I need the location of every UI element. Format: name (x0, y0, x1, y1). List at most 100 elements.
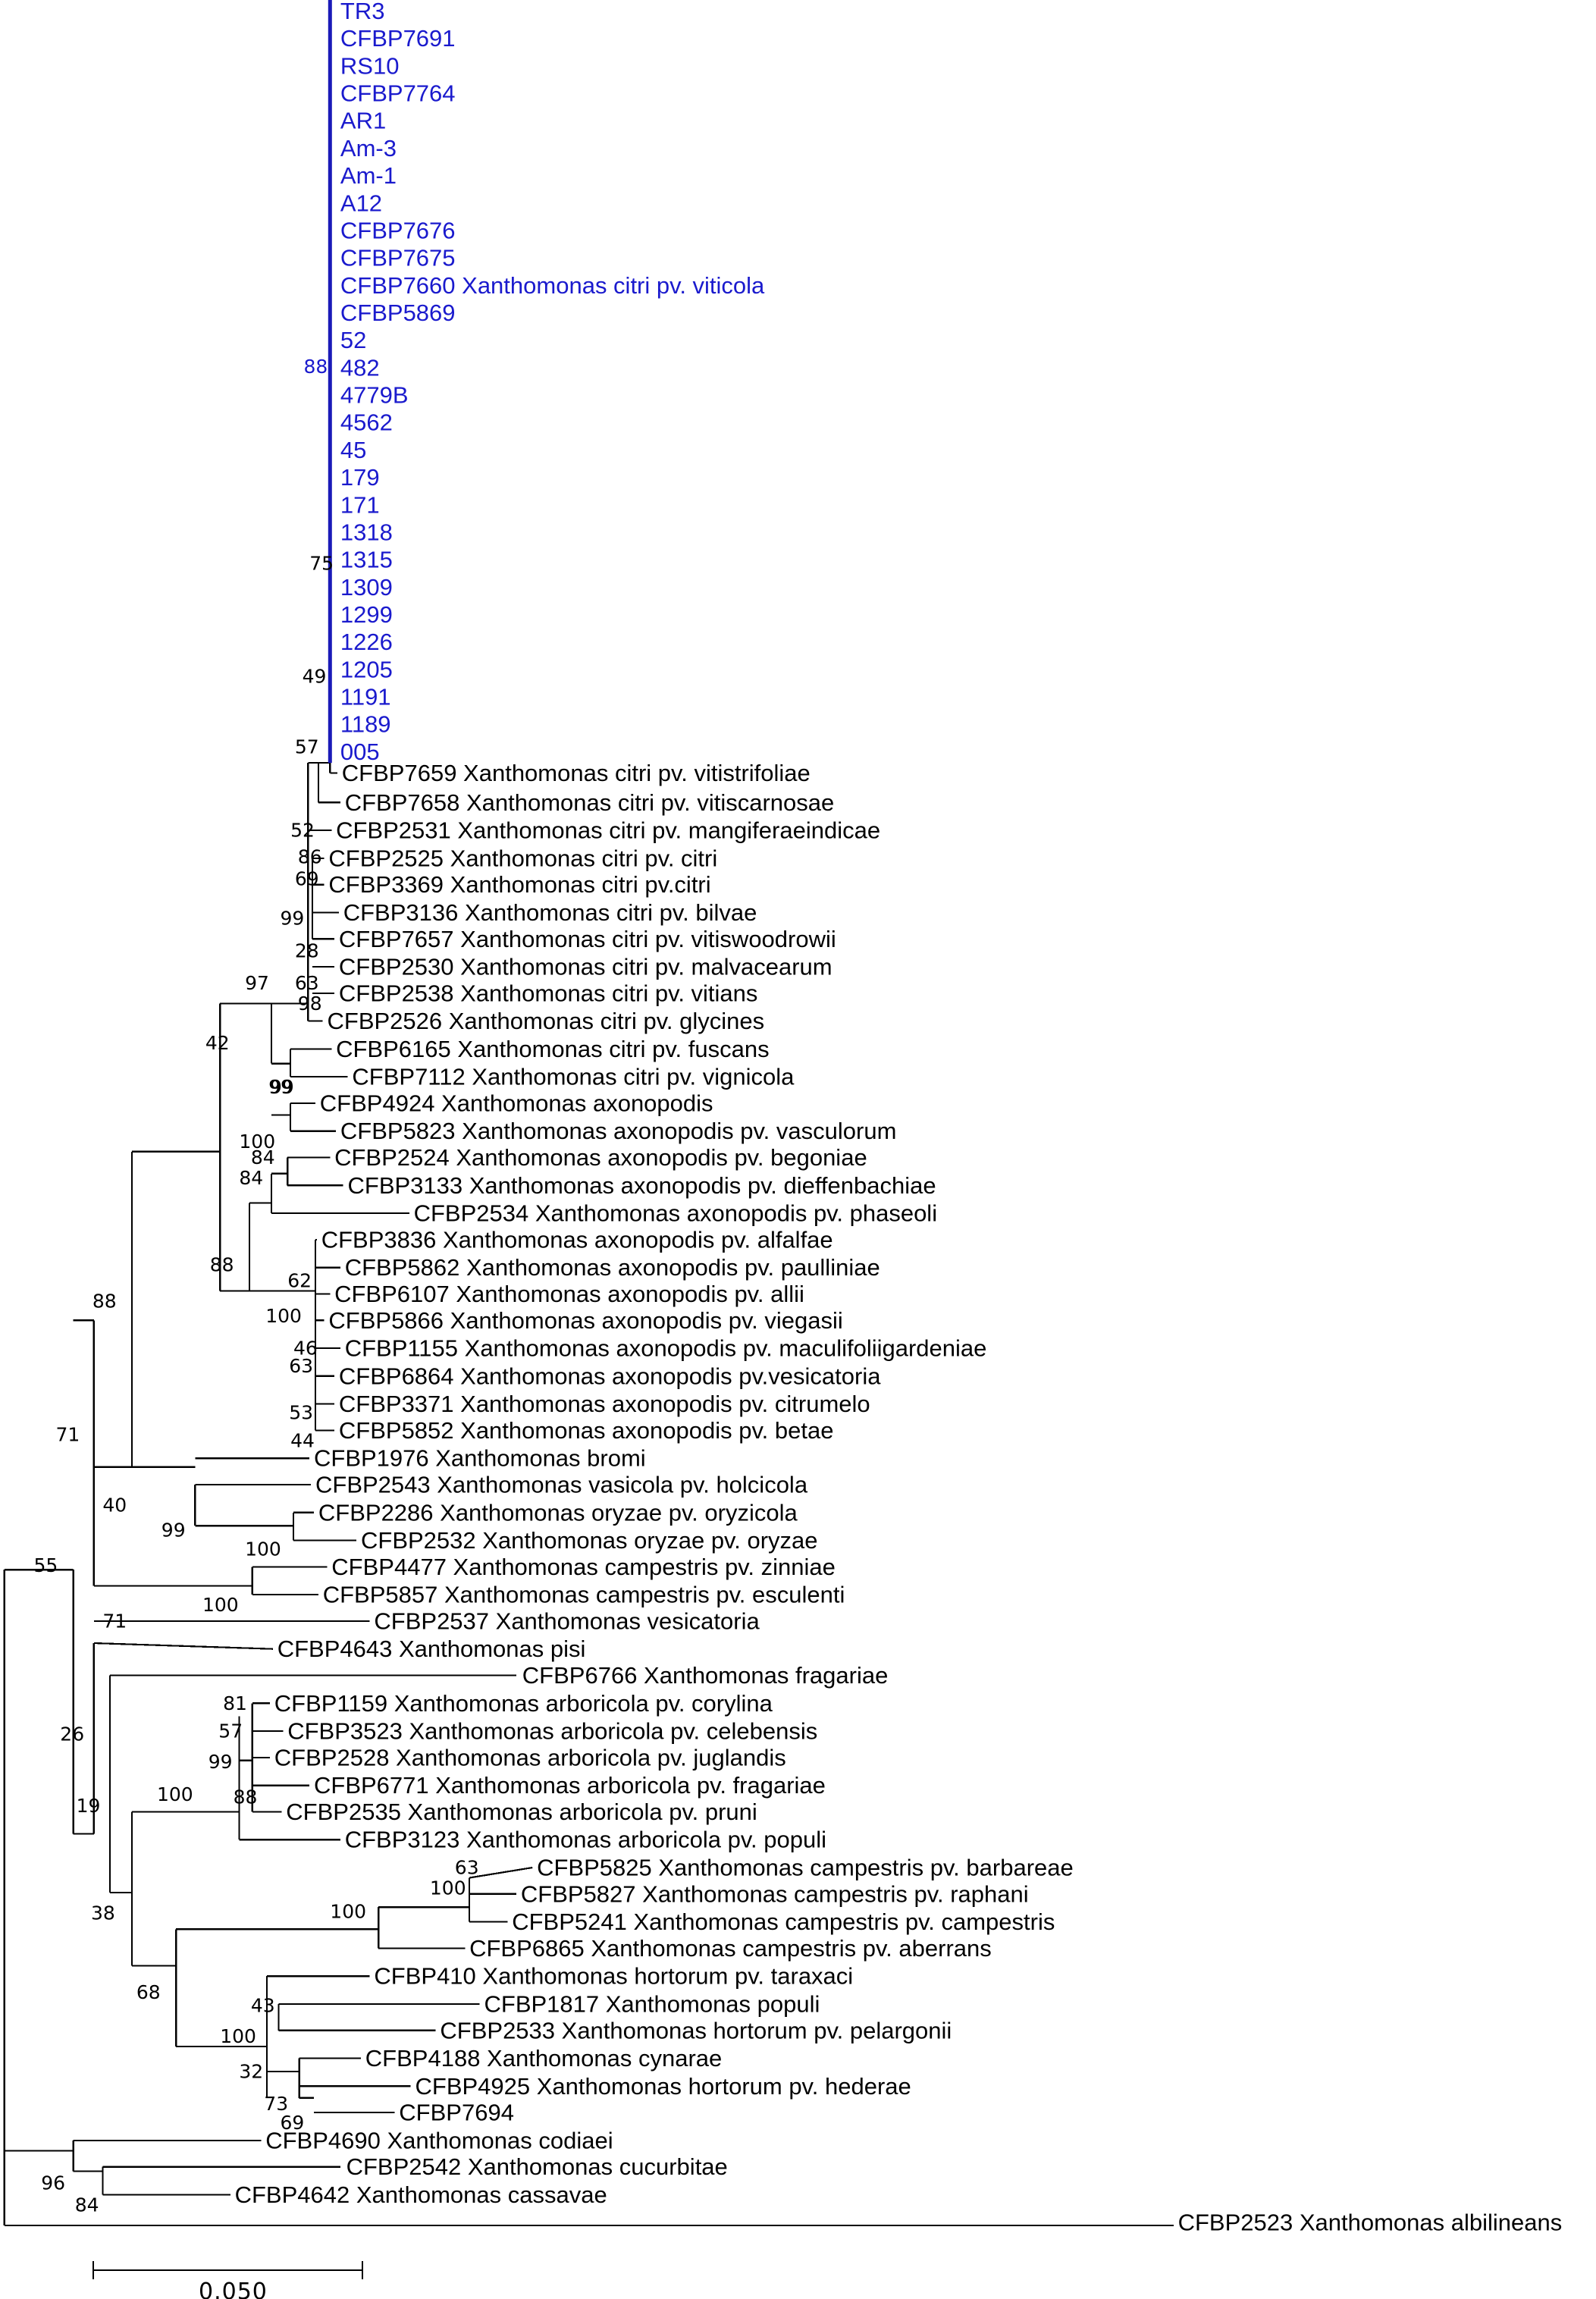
taxon-label-highlighted: 482 (340, 354, 380, 381)
taxon-label: CFBP6165 Xanthomonas citri pv. fuscans (336, 1036, 770, 1062)
bootstrap-values: 8875495752866999286398974299100848499886… (34, 356, 479, 2216)
taxon-label-highlighted: Am-1 (340, 162, 397, 189)
bootstrap-value: 99 (268, 1076, 293, 1098)
taxon-label: CFBP5857 Xanthomonas campestris pv. escu… (323, 1582, 845, 1608)
taxon-label-highlighted: 52 (340, 327, 366, 353)
taxon-label: CFBP3836 Xanthomonas axonopodis pv. alfa… (321, 1226, 833, 1253)
taxon-label-highlighted: CFBP7691 (340, 25, 456, 52)
taxon-label-highlighted: Am-3 (340, 135, 397, 162)
taxon-label-highlighted: 4562 (340, 409, 393, 436)
taxon-label-highlighted: CFBP7675 (340, 245, 456, 271)
taxon-label: CFBP5866 Xanthomonas axonopodis pv. vieg… (328, 1307, 842, 1334)
taxon-label: CFBP3371 Xanthomonas axonopodis pv. citr… (339, 1391, 870, 1417)
bootstrap-value: 71 (102, 1611, 127, 1633)
taxon-label-highlighted: RS10 (340, 52, 400, 79)
taxon-label-highlighted: CFBP5869 (340, 300, 456, 326)
taxon-label: CFBP4188 Xanthomonas cynarae (365, 2045, 722, 2072)
taxon-label-highlighted: 1189 (340, 711, 391, 738)
taxon-label: CFBP4477 Xanthomonas campestris pv. zinn… (331, 1554, 836, 1580)
taxon-label: CFBP7694 (399, 2100, 514, 2126)
bootstrap-value: 44 (290, 1430, 315, 1452)
taxon-label: CFBP6107 Xanthomonas axonopodis pv. alli… (334, 1281, 804, 1307)
taxon-label: CFBP2537 Xanthomonas vesicatoria (374, 1608, 760, 1635)
taxon-label: CFBP2531 Xanthomonas citri pv. mangifera… (336, 817, 880, 844)
bootstrap-value: 86 (298, 845, 322, 867)
taxon-label-highlighted: CFBP7764 (340, 80, 456, 107)
bootstrap-value: 88 (210, 1253, 234, 1275)
taxon-label-highlighted: 005 (340, 739, 380, 765)
bootstrap-value: 69 (295, 867, 319, 889)
bootstrap-value: 100 (430, 1877, 466, 1899)
taxon-label: CFBP2286 Xanthomonas oryzae pv. oryzicol… (318, 1499, 798, 1526)
taxon-label-highlighted: 1299 (340, 601, 393, 628)
taxon-label: CFBP3523 Xanthomonas arboricola pv. cele… (287, 1718, 817, 1745)
taxon-label-highlighted: 45 (340, 437, 366, 463)
taxon-label-highlighted: AR1 (340, 108, 386, 134)
taxon-label: CFBP1155 Xanthomonas axonopodis pv. macu… (345, 1335, 987, 1362)
taxon-label: CFBP2533 Xanthomonas hortorum pv. pelarg… (440, 2017, 952, 2043)
taxon-label-highlighted: 1315 (340, 547, 393, 573)
scale-bar-label: 0.050 (199, 2279, 268, 2299)
bootstrap-value: 75 (309, 553, 334, 575)
taxon-labels: TR3CFBP7691RS10CFBP7764AR1Am-3Am-1A12CFB… (235, 0, 1563, 2236)
taxon-label: CFBP6864 Xanthomonas axonopodis pv.vesic… (339, 1363, 881, 1389)
taxon-label: CFBP5852 Xanthomonas axonopodis pv. beta… (339, 1417, 834, 1444)
bootstrap-value: 100 (239, 1131, 275, 1153)
bootstrap-value: 99 (270, 1076, 294, 1098)
taxon-label: CFBP3123 Xanthomonas arboricola pv. popu… (345, 1827, 826, 1853)
taxon-label: CFBP4642 Xanthomonas cassavae (235, 2181, 607, 2208)
bootstrap-value: 57 (295, 735, 319, 757)
taxon-label-highlighted: CFBP7676 (340, 218, 456, 244)
taxon-label: CFBP7657 Xanthomonas citri pv. vitiswood… (339, 926, 836, 952)
taxon-label: CFBP2530 Xanthomonas citri pv. malvacear… (339, 954, 832, 980)
bootstrap-value: 53 (289, 1402, 313, 1424)
bootstrap-value: 100 (245, 1538, 281, 1560)
bootstrap-value: 84 (251, 1146, 275, 1168)
taxon-label-highlighted: 1318 (340, 519, 393, 545)
bootstrap-value: 84 (239, 1167, 263, 1189)
taxon-label: CFBP2528 Xanthomonas arboricola pv. jugl… (274, 1744, 786, 1771)
bootstrap-value: 62 (287, 1270, 312, 1292)
bootstrap-value: 100 (330, 1901, 366, 1923)
taxon-label: CFBP7659 Xanthomonas citri pv. vitistrif… (342, 760, 811, 786)
taxon-label-highlighted: 4779B (340, 382, 409, 409)
taxon-label-highlighted: CFBP7660 Xanthomonas citri pv. viticola (340, 272, 765, 299)
taxon-label: CFBP5241 Xanthomonas campestris pv. camp… (512, 1909, 1055, 1935)
taxon-label: CFBP2526 Xanthomonas citri pv. glycines (328, 1008, 765, 1034)
taxon-label: CFBP4925 Xanthomonas hortorum pv. hedera… (415, 2073, 911, 2100)
taxon-label: CFBP4690 Xanthomonas codiaei (265, 2127, 613, 2153)
taxon-label: CFBP2543 Xanthomonas vasicola pv. holcic… (315, 1472, 808, 1498)
taxon-label: CFBP5825 Xanthomonas campestris pv. barb… (537, 1855, 1074, 1881)
taxon-label: CFBP6766 Xanthomonas fragariae (522, 1662, 889, 1689)
bootstrap-value: 69 (281, 2112, 305, 2134)
bootstrap-value: 99 (209, 1751, 233, 1773)
taxon-label: CFBP5862 Xanthomonas axonopodis pv. paul… (345, 1254, 880, 1281)
taxon-label: CFBP2534 Xanthomonas axonopodis pv. phas… (414, 1200, 938, 1227)
taxon-label-highlighted: 1226 (340, 629, 393, 655)
taxon-label: CFBP7658 Xanthomonas citri pv. vitiscarn… (345, 789, 835, 816)
bootstrap-value: 71 (56, 1424, 80, 1446)
bootstrap-value: 43 (251, 1994, 275, 2016)
bootstrap-value: 26 (60, 1723, 84, 1745)
bootstrap-value: 32 (239, 2060, 263, 2082)
bootstrap-value: 100 (157, 1783, 193, 1805)
taxon-label: CFBP5827 Xanthomonas campestris pv. raph… (521, 1880, 1029, 1907)
taxon-label-highlighted: 179 (340, 464, 380, 491)
bootstrap-value: 55 (34, 1554, 58, 1576)
taxon-label: CFBP2525 Xanthomonas citri pv. citri (328, 845, 717, 871)
bootstrap-value: 73 (264, 2093, 288, 2115)
taxon-label: CFBP5823 Xanthomonas axonopodis pv. vasc… (340, 1118, 897, 1144)
tree-branch (93, 1642, 273, 1650)
taxon-label-highlighted: 1205 (340, 656, 393, 682)
bootstrap-value: 63 (455, 1857, 479, 1879)
bootstrap-value: 88 (92, 1291, 117, 1313)
bootstrap-value: 19 (77, 1795, 101, 1817)
bootstrap-value: 84 (75, 2194, 99, 2216)
bootstrap-value: 57 (218, 1720, 243, 1742)
bootstrap-value: 46 (293, 1338, 318, 1360)
bootstrap-value: 49 (303, 665, 327, 687)
bootstrap-value: 99 (281, 908, 305, 930)
taxon-label: CFBP4643 Xanthomonas pisi (277, 1636, 586, 1662)
tree-branches (3, 761, 1174, 2227)
bootstrap-value: 100 (265, 1305, 302, 1327)
